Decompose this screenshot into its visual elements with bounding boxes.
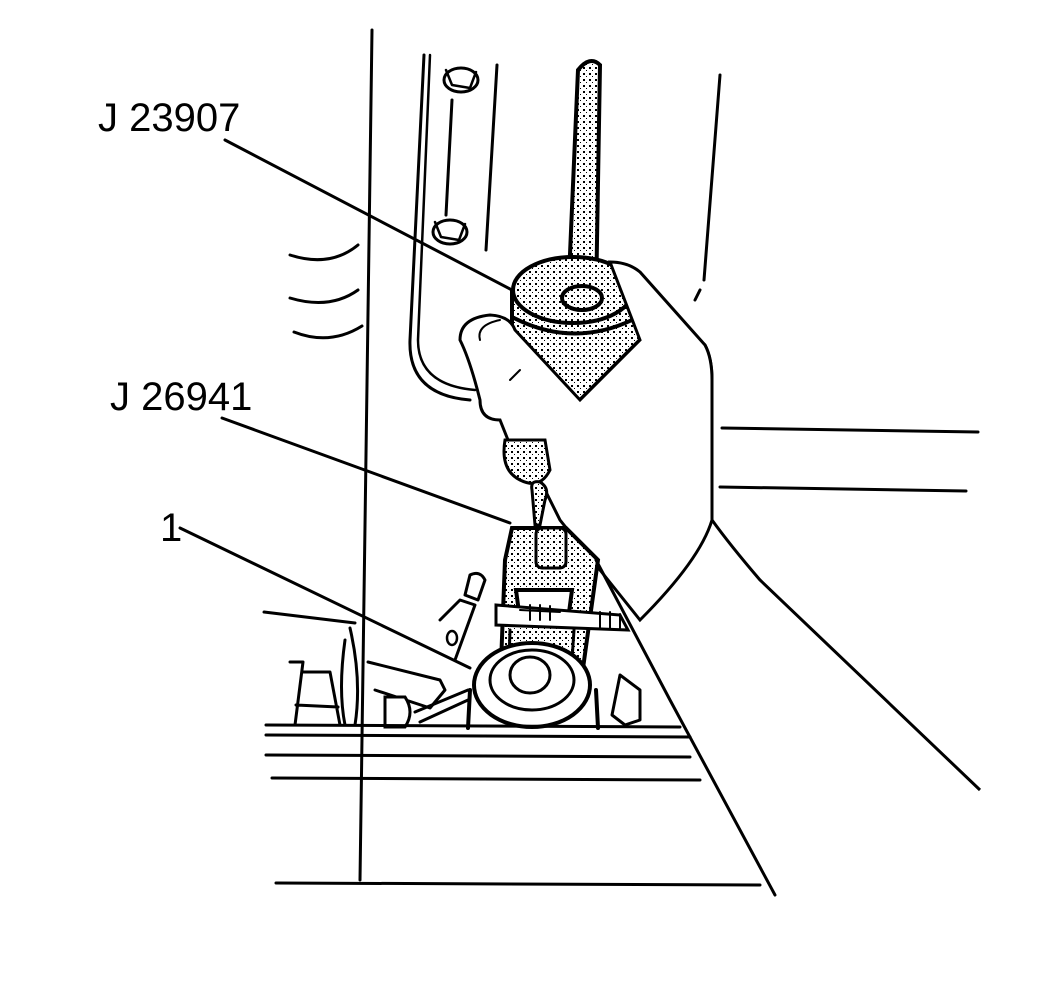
callout-label-1: 1	[160, 506, 183, 550]
leader-lines	[178, 138, 514, 670]
ribs	[288, 243, 364, 340]
hand	[458, 260, 982, 792]
callout-label-j26941: J 26941	[110, 375, 253, 419]
bottom-rails	[264, 558, 777, 897]
bolt-icon	[442, 66, 480, 94]
engine-components	[262, 571, 642, 729]
seal-bore-component	[466, 641, 600, 730]
callout-label-j23907: J 23907	[98, 96, 241, 140]
vehicle-frame-lines	[358, 28, 722, 882]
leader-j26941	[220, 416, 512, 525]
frame-rails	[718, 426, 980, 493]
bolt-icon	[431, 218, 469, 246]
leader-1	[178, 526, 472, 670]
leader-j23907	[223, 138, 514, 292]
